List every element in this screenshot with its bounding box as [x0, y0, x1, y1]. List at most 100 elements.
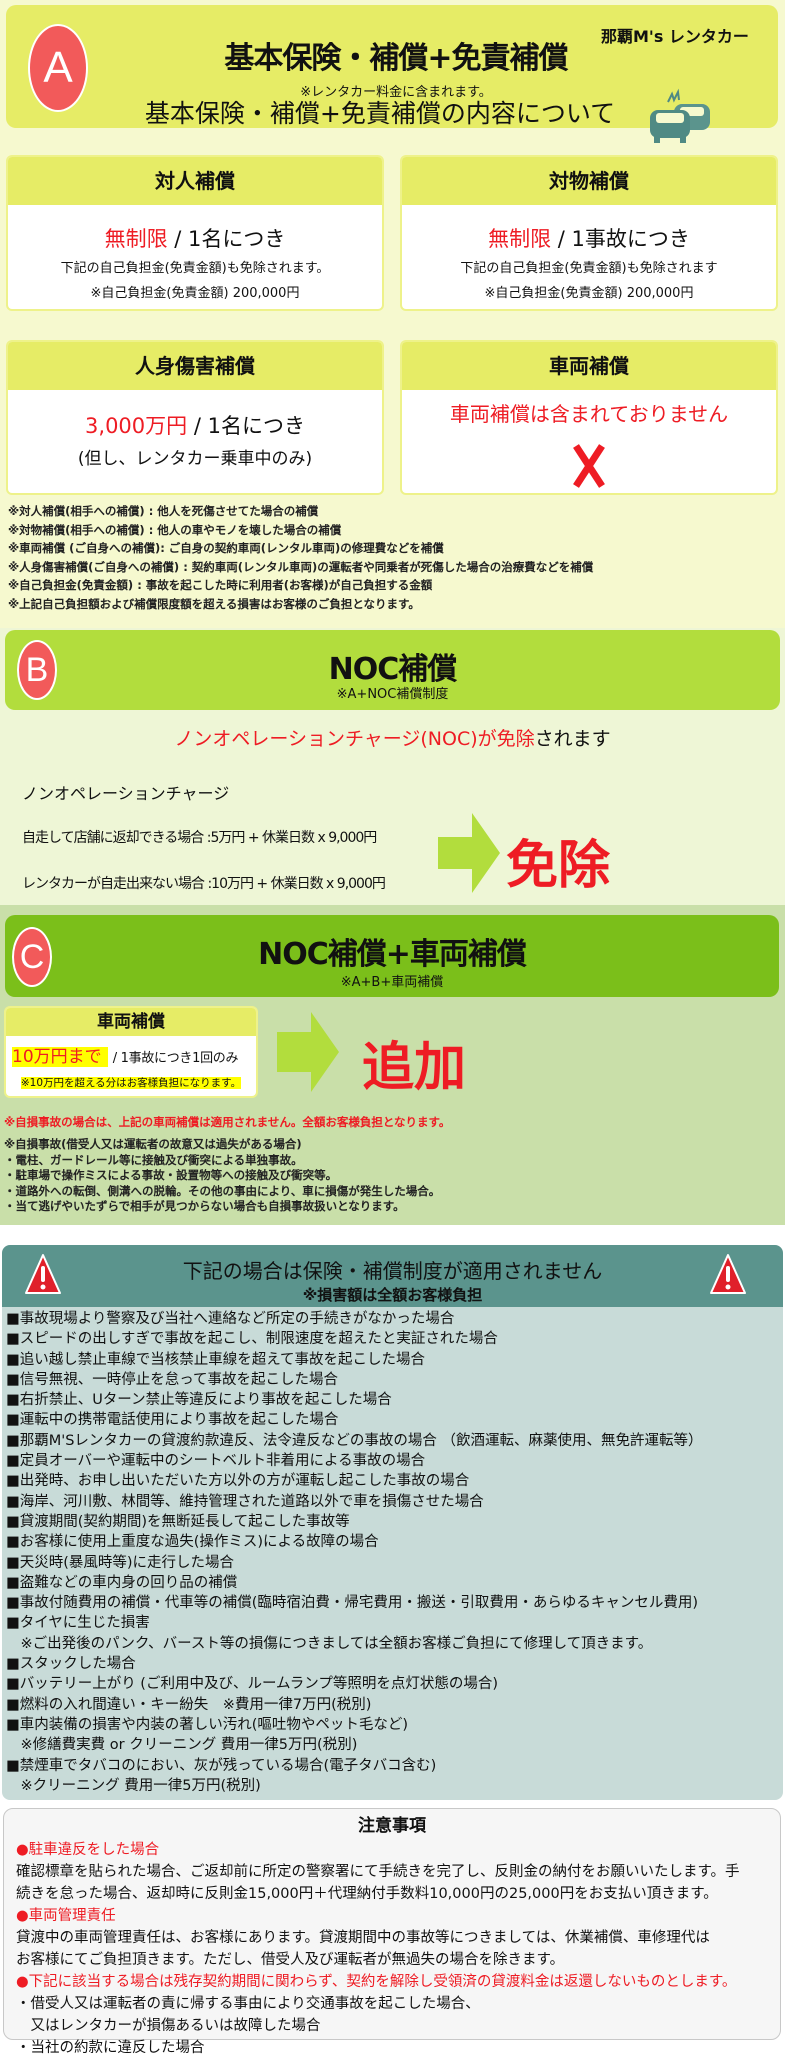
note-line: ※人身傷害補償(ご自身への補償) : 契約車両(レンタル車両)の運転者や同乗者が… [8, 559, 594, 574]
exclusion-item: ■追い越し禁止車線で当核禁止車線を超えて事故を起こした場合 [6, 1351, 425, 1368]
section-c-header: C NOC補償+車両補償 ※A+B+車両補償 [5, 915, 779, 997]
exclusion-item: ■お客様に使用上重度な過失(操作ミス)による故障の場合 [6, 1534, 379, 1551]
caution-line: お客様にてご負担頂きます。ただし、借受人及び運転者が無過失の場合を除きます。 [16, 1952, 565, 1968]
section-a-title: 基本保険・補償+免責補償 [224, 41, 568, 76]
arrow-right-icon [277, 1012, 339, 1092]
note-line: ※上記自己負担額および補償限度額を超える損害はお客様のご負担となります。 [8, 596, 420, 611]
card-bodily-injury: 対人補償 無制限 / 1名につき 下記の自己負担金(免責金額)も免除されます。 … [6, 155, 384, 311]
note-line: ・駐車場で操作ミスによる事故・設置物等への接触及び衝突等。 [4, 1168, 338, 1182]
note-line: ※車両補償 (ご自身への補償): ご自身の契約車両(レンタル車両)の修理費などを… [8, 541, 444, 555]
section-b-title: NOC補償 [328, 652, 458, 687]
card-amount: 無制限 [104, 227, 168, 251]
section-a-heading: 基本保険・補償+免責補償の内容について [144, 99, 616, 128]
exclusion-item: ■定員オーバーや運転中のシートベルト非着用による事故の場合 [6, 1453, 426, 1470]
card-unit: / 1名につき [187, 414, 305, 438]
card-amount: 車両補償は含まれておりません [449, 402, 729, 426]
exclusion-item: ■スタックした場合 [6, 1656, 136, 1673]
exclusion-item: ■海岸、河川敷、林間等、維持管理された道路以外で車を損傷させた場合 [6, 1493, 484, 1510]
exclusion-item: ※修繕費実費 or クリーニング 費用一律5万円(税別) [6, 1737, 358, 1754]
exclusion-item: ■貸渡期間(契約期間)を無断延長して起こした事故等 [6, 1513, 350, 1530]
caution-line: ・当社の約款に違反した場合 [16, 2040, 205, 2056]
card-line: 下記の自己負担金(免責金額)も免除されます [460, 261, 718, 276]
card-title: 人身傷害補償 [8, 342, 382, 390]
brand-name: 那覇M's レンタカー [601, 27, 749, 46]
exclusion-item: ■天災時(暴風時等)に走行した場合 [6, 1554, 235, 1571]
noc-result: 免除 [506, 836, 611, 896]
exclusions-subtitle: ※損害額は全額お客様負担 [302, 1286, 483, 1304]
caution-heading: ●駐車違反をした場合 [16, 1842, 160, 1858]
card-title: 車両補償 [402, 342, 776, 390]
card-vehicle: 車両補償 車両補償は含まれておりません [400, 340, 778, 495]
section-b-header: B NOC補償 ※A+NOC補償制度 [5, 630, 780, 710]
note-line: ※自損事故(借受人又は運転者の故意又は過失がある場合) [4, 1137, 302, 1151]
car-collision-icon [650, 88, 710, 143]
vehicle-coverage-card: 車両補償 10万円まで / 1事故につき1回のみ ※10万円を超える分はお客様負… [4, 1006, 258, 1098]
card-title: 対人補償 [8, 157, 382, 205]
exclusion-item: ■盗難などの車内身の回り品の補償 [6, 1574, 238, 1591]
exclusion-item: ■運転中の携帯電話使用により事故を起こした場合 [6, 1412, 339, 1429]
card-unit: / 1事故につき [551, 227, 690, 251]
exclusion-item: ■燃料の入れ間違い・キー紛失 ※費用一律7万円(税別) [6, 1696, 372, 1713]
note-line: ※自己負担金(免責金額) : 事故を起こした時に利用者(お客様)が自己負担する金… [8, 578, 433, 592]
section-b-subtitle: ※A+NOC補償制度 [336, 687, 449, 702]
self-accident-warning: ※自損事故の場合は、上記の車両補償は適用されません。全額お客様負担となります。 [4, 1115, 451, 1129]
section-c-subtitle: ※A+B+車両補償 [340, 975, 444, 990]
card-personal-injury: 人身傷害補償 3,000万円 / 1名につき (但し、レンタカー乗車中のみ) [6, 340, 384, 495]
exclusion-item: ■禁煙車でタバコのにおい、灰が残っている場合(電子タバコ含む) [6, 1757, 437, 1774]
card-amount: 3,000万円 [85, 414, 188, 438]
exclusion-item: ■タイヤに生じた損害 [6, 1615, 150, 1632]
note-line: ・道路外への転倒、側溝への脱輪。その他の事由により、車に損傷が発生した場合。 [4, 1183, 441, 1198]
section-a-subtitle: ※レンタカー料金に含まれます。 [300, 85, 492, 100]
section-c-title: NOC補償+車両補償 [258, 937, 527, 972]
coverage-amount: 10万円まで [12, 1047, 108, 1067]
caution-line: 又はレンタカーが損傷あるいは故障した場合 [16, 2018, 321, 2034]
noc-row: 自走して店舗に返却できる場合 :5万円 + 休業日数 x 9,000円 [22, 830, 377, 846]
exclusion-item: ■事故現場より警察及び当社へ連絡など所定の手続きがなかった場合 [6, 1311, 455, 1327]
noc-headline: ノンオペレーションチャージ(NOC)が免除されます [0, 724, 785, 751]
caution-line: 貸渡中の車両管理責任は、お客様にあります。貸渡期間中の事故等につきましては、休業… [16, 1930, 710, 1946]
card-property-damage: 対物補償 無制限 / 1事故につき 下記の自己負担金(免責金額)も免除されます … [400, 155, 778, 311]
card-title: 対物補償 [402, 157, 776, 205]
card-line: ※自己負担金(免責金額) 200,000円 [90, 286, 300, 301]
exclusion-item: ※クリーニング 費用一律5万円(税別) [6, 1777, 261, 1794]
note-line: ※対人補償(相手への補償) : 他人を死傷させてた場合の補償 [8, 504, 319, 518]
cautions-title: 注意事項 [358, 1816, 426, 1836]
exclusions-list: ■事故現場より警察及び当社へ連絡など所定の手続きがなかった場合■スピードの出しす… [2, 1307, 783, 1800]
card-amount: 無制限 [488, 227, 552, 251]
coverage-unit: / 1事故につき1回のみ [112, 1051, 239, 1066]
card-line: 下記の自己負担金(免責金額)も免除されます。 [60, 261, 330, 276]
badge-b: B [17, 640, 57, 700]
section-c: C NOC補償+車両補償 ※A+B+車両補償 車両補償 10万円まで / 1事故… [0, 905, 785, 1225]
cross-icon [573, 444, 605, 488]
exclusion-item: ■出発時、お申し出いただいた方以外の方が運転し起こした事故の場合 [6, 1473, 470, 1490]
caution-heading: ●車両管理責任 [16, 1908, 116, 1924]
noc-label: ノンオペレーションチャージ [22, 784, 230, 803]
exclusion-item: ■車内装備の損害や内装の著しい汚れ(嘔吐物やペット毛など) [6, 1716, 409, 1733]
noc-row: レンタカーが自走出来ない場合 :10万円 + 休業日数 x 9,000円 [22, 876, 386, 892]
exclusion-item: ■バッテリー上がり (ご利用中及び、ルームランプ等照明を点灯状態の場合) [6, 1676, 499, 1693]
caution-line: 続きを怠った場合、返却時に反則金15,000円＋代理納付手数料10,000円の2… [16, 1886, 718, 1902]
section-b: B NOC補償 ※A+NOC補償制度 ノンオペレーションチャージ(NOC)が免除… [0, 628, 785, 905]
card-line: ※自己負担金(免責金額) 200,000円 [484, 286, 694, 301]
headline-red: ノンオペレーションチャージ(NOC)が免除 [174, 728, 535, 750]
caution-heading: ●下記に該当する場合は残存契約期間に関わらず、契約を解除し受領済の貸渡料金は返還… [16, 1974, 737, 1990]
warning-icon [25, 1254, 61, 1294]
self-accident-notes: ※自損事故(借受人又は運転者の故意又は過失がある場合) ・電柱、ガードレール等に… [4, 1137, 440, 1215]
warning-icon [710, 1254, 746, 1294]
headline-black: されます [534, 728, 611, 750]
section-a: A 基本保険・補償+免責補償 ※レンタカー料金に含まれます。 那覇M's レンタ… [0, 0, 785, 628]
coverage-note: ※10万円を超える分はお客様負担になります。 [20, 1077, 242, 1089]
note-line: ・電柱、ガードレール等に接触及び衝突による単独事故。 [4, 1152, 303, 1167]
exclusion-item: ■右折禁止、Uターン禁止等違反により事故を起こした場合 [6, 1392, 392, 1409]
exclusion-item: ■信号無視、一時停止を怠って事故を起こした場合 [6, 1371, 338, 1388]
caution-line: 確認標章を貼られた場合、ご返却前に所定の警察署にて手続きを完了し、反則金の納付を… [16, 1864, 740, 1880]
card-title: 車両補償 [6, 1008, 256, 1036]
exclusion-item: ※ご出発後のパンク、バースト等の損傷につきましては全額お客様ご負担にて修理して頂… [6, 1635, 653, 1652]
section-a-notes: ※対人補償(相手への補償) : 他人を死傷させてた場合の補償 ※対物補償(相手へ… [8, 502, 593, 613]
card-unit: / 1名につき [167, 227, 286, 251]
exclusion-item: ■事故付随費用の補償・代車等の補償(臨時宿泊費・帰宅費用・搬送・引取費用・あらゆ… [6, 1595, 699, 1612]
card-line: (但し、レンタカー乗車中のみ) [77, 449, 313, 469]
badge-c: C [12, 927, 52, 987]
badge-a: A [28, 24, 88, 112]
cautions-box: 注意事項 ●駐車違反をした場合確認標章を貼られた場合、ご返却前に所定の警察署にて… [3, 1808, 781, 2056]
